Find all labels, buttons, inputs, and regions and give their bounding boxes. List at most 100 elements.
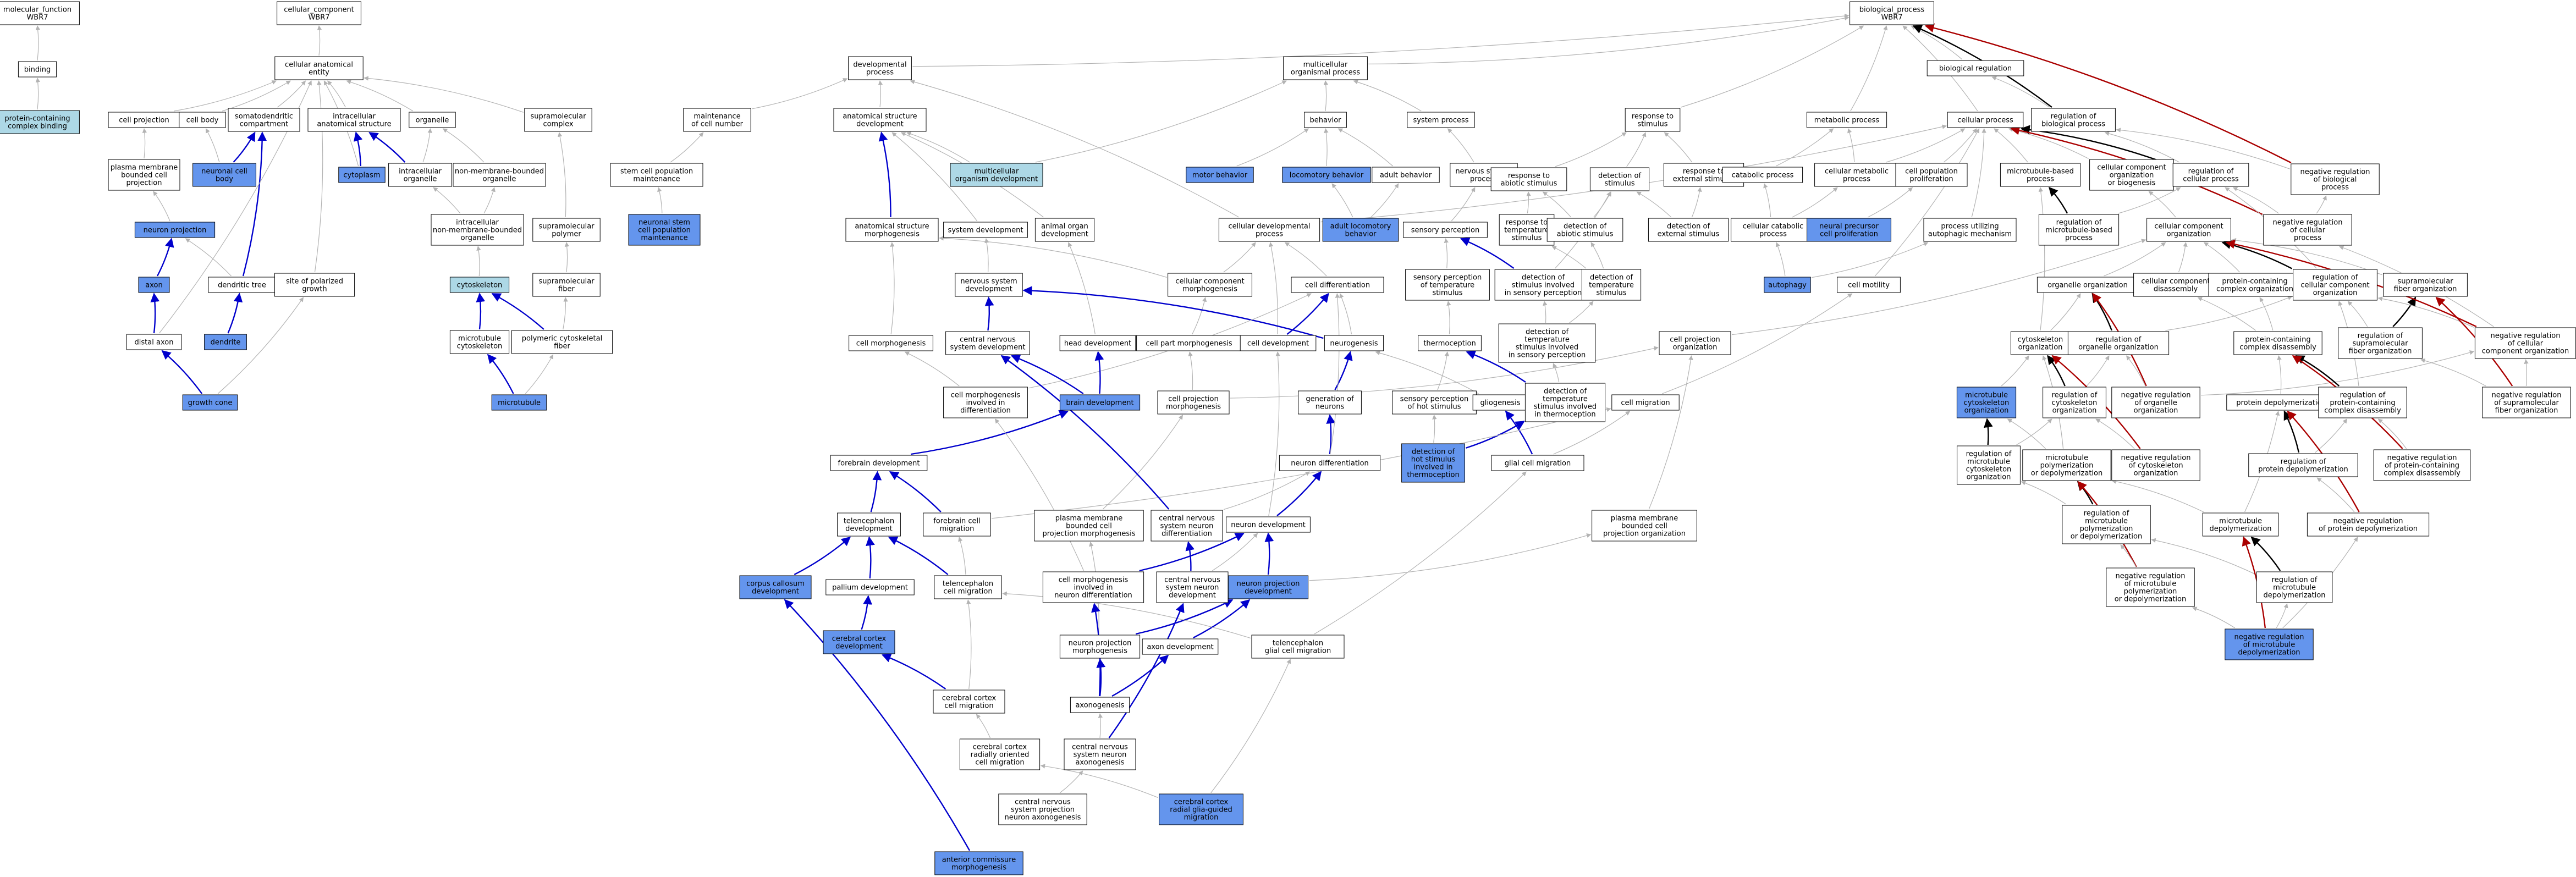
go-term-node-headdev[interactable]: head development xyxy=(1059,335,1136,351)
go-term-node-thermoception[interactable]: thermoception xyxy=(1418,335,1482,351)
go-term-node-sensperc[interactable]: sensory perception xyxy=(1403,222,1488,238)
go-term-node-motor[interactable]: motor behavior xyxy=(1186,167,1254,183)
go-term-node-behavior[interactable]: behavior xyxy=(1304,112,1347,128)
go-term-node-locomotory[interactable]: locomotory behavior xyxy=(1282,167,1371,183)
go-term-node-sysdev[interactable]: system development xyxy=(943,222,1028,238)
go-term-node-axon[interactable]: axon xyxy=(138,277,170,293)
go-term-node-dendrite[interactable]: dendrite xyxy=(204,334,247,350)
go-term-node-palliumdev[interactable]: pallium development xyxy=(825,579,915,595)
go-term-node-cellbody[interactable]: cell body xyxy=(179,112,226,128)
go-term-node-cytoplasm[interactable]: cytoplasm xyxy=(338,167,386,183)
go-term-node-neuronproj[interactable]: neuron projection xyxy=(134,222,216,238)
go-term-node-cellmot[interactable]: cell motility xyxy=(1837,277,1901,293)
go-term-node-neurondev[interactable]: neuron development xyxy=(1226,516,1311,533)
go-term-node-organelle[interactable]: organelle xyxy=(409,112,456,128)
go-term-node-protdepoly[interactable]: protein depolymerization xyxy=(2226,394,2336,411)
go-term-node-dendtree[interactable]: dendritic tree xyxy=(208,277,276,293)
go-term-node-growthcone[interactable]: growth cone xyxy=(182,394,238,411)
go-term-node-braindev[interactable]: brain development xyxy=(1059,394,1141,411)
go-term-node-cellproj[interactable]: cell projection xyxy=(108,112,180,128)
go-term-node-adultbeh[interactable]: adult behavior xyxy=(1372,167,1440,183)
go-term-node-cpmorph[interactable]: cell part morphogenesis xyxy=(1136,335,1242,351)
go-term-node-gliogenesis[interactable]: gliogenesis xyxy=(1472,394,1528,411)
go-term-node-binding[interactable]: binding xyxy=(18,61,57,78)
go-term-node-cellmig[interactable]: cell migration xyxy=(1611,394,1680,411)
go-term-node-neurondiff[interactable]: neuron differentiation xyxy=(1279,455,1381,471)
go-term-node-orgorg[interactable]: organelle organization xyxy=(2036,277,2139,293)
go-term-node-catabolic[interactable]: catabolic process xyxy=(1722,167,1803,183)
